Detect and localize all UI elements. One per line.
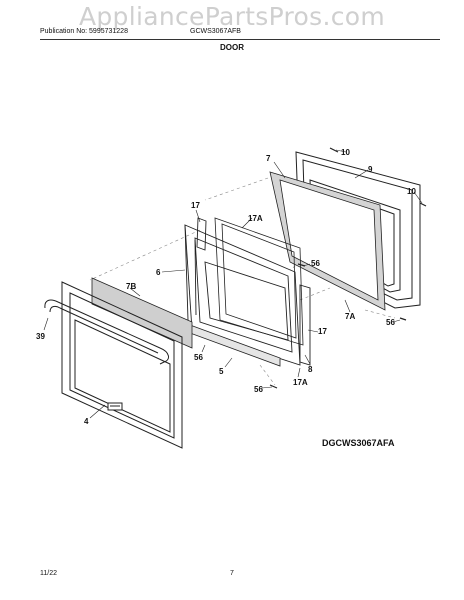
callout-56-mid: 56	[194, 353, 203, 362]
callout-17a-top: 17A	[248, 214, 263, 223]
callout-10-top: 10	[341, 148, 350, 157]
callout-56-right: 56	[386, 318, 395, 327]
inner-glass-part-17a	[214, 217, 304, 346]
callout-10-right: 10	[407, 187, 416, 196]
page-number: 7	[230, 570, 234, 577]
callout-7a: 7A	[345, 312, 355, 321]
header-rule	[40, 39, 440, 40]
callout-39: 39	[36, 332, 45, 341]
outer-door-panel-part-4	[61, 281, 183, 449]
publication-number: Publication No: 5995731228	[40, 28, 128, 35]
callout-17-side: 17	[318, 327, 327, 336]
section-title: DOOR	[220, 43, 244, 52]
model-number: GCWS3067AFB	[190, 28, 241, 35]
insulation-part-7b	[91, 277, 193, 349]
side-trim-part-17	[196, 217, 311, 366]
callout-17a-bottom: 17A	[293, 378, 308, 387]
callout-56-bottom: 56	[254, 385, 263, 394]
diagram-code: DGCWS3067AFA	[322, 438, 395, 448]
callout-labels: 10 7 9 10 17 17A 6 7B 56 39 17 7A 56 56 …	[36, 148, 416, 426]
callout-56-frame: 56	[311, 259, 320, 268]
gasket-part-7	[269, 171, 386, 311]
callout-7b: 7B	[126, 282, 136, 291]
footer-date: 11/22	[40, 570, 57, 577]
callout-4: 4	[84, 417, 89, 426]
leader-lines	[43, 149, 423, 419]
door-handle-part-39	[44, 299, 169, 365]
inner-door-frame-part-6	[184, 224, 301, 366]
callout-7: 7	[266, 154, 271, 163]
callout-17-top: 17	[191, 201, 200, 210]
callout-6: 6	[156, 268, 161, 277]
bottom-vent-part-5	[189, 324, 281, 367]
callout-9: 9	[368, 165, 373, 174]
callout-8: 8	[308, 365, 313, 374]
watermark: AppliancePartsPros.com	[78, 2, 386, 31]
screws	[269, 147, 427, 389]
callout-5: 5	[219, 367, 224, 376]
